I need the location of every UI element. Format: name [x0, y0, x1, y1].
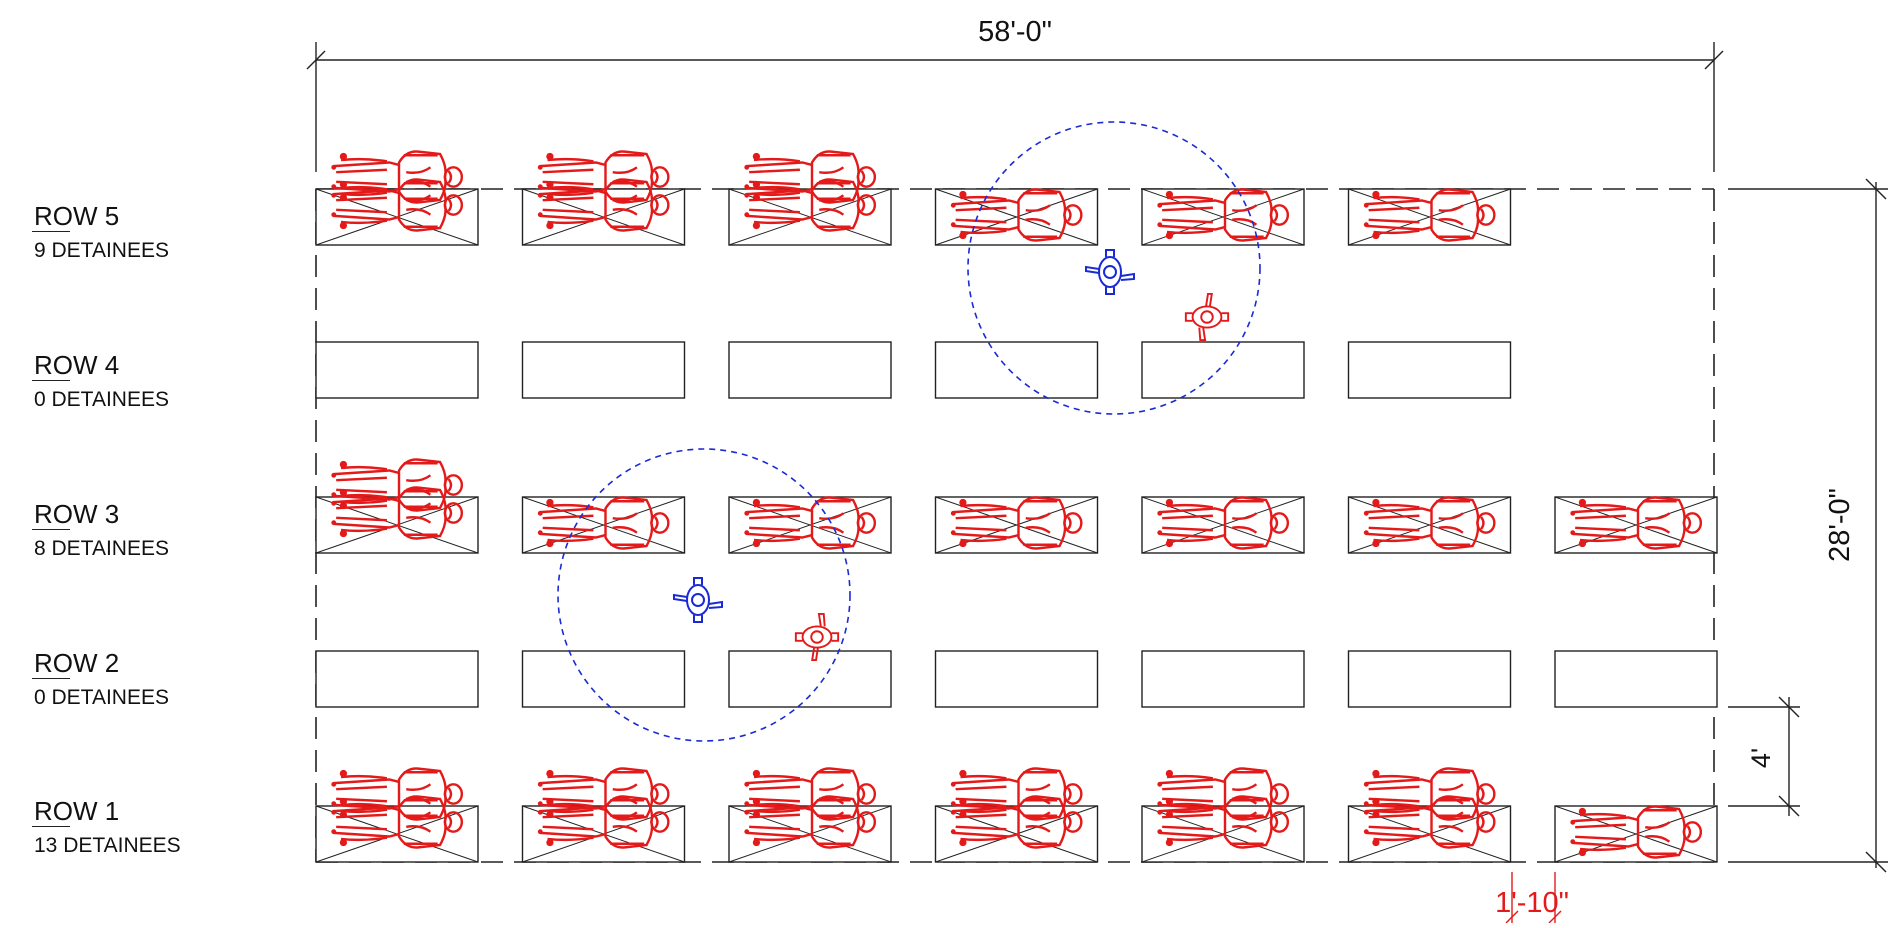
bench [1347, 650, 1512, 708]
bench [1141, 650, 1305, 708]
bench [728, 650, 892, 708]
row-detainee-count: 9 DETAINEES [34, 239, 169, 262]
patrol-radius-circle [557, 448, 851, 742]
overall-depth-dimension [1728, 178, 1888, 873]
bench [1554, 650, 1718, 708]
patrol-radius-circle [967, 121, 1261, 415]
bench-layer [315, 188, 1718, 863]
row-title: ROW 4 [34, 350, 120, 380]
guard-figure-icon [673, 577, 723, 623]
bench [521, 341, 686, 399]
overall-width-label: 58'-0" [978, 16, 1052, 48]
overall-depth-label: 28'-0" [1824, 488, 1856, 562]
bench [1141, 341, 1305, 399]
bench [521, 650, 686, 708]
row-title: ROW 2 [34, 648, 120, 678]
bench [315, 650, 479, 708]
bench [1347, 341, 1512, 399]
row-detainee-count: 0 DETAINEES [34, 686, 169, 709]
row-title: ROW 3 [34, 499, 120, 529]
row-title-underline [32, 380, 70, 381]
bench [315, 341, 479, 399]
guard-figure-icon [1085, 249, 1135, 295]
row-label-4: ROW 4 0 DETAINEES [32, 350, 169, 412]
bench-gap-label: 1'-10" [1495, 887, 1569, 919]
row-label-3: ROW 3 8 DETAINEES [32, 499, 169, 561]
row-detainee-count: 8 DETAINEES [34, 537, 169, 560]
row-label-1: ROW 1 13 DETAINEES [32, 796, 181, 858]
row-detainee-count: 0 DETAINEES [34, 388, 169, 411]
row-detainee-count: 13 DETAINEES [34, 834, 181, 857]
row-label-2: ROW 2 0 DETAINEES [32, 648, 169, 710]
bench-gap-dimension [1505, 872, 1562, 928]
overall-width-dimension [306, 42, 1724, 172]
bench [934, 341, 1099, 399]
row-label-5: ROW 5 9 DETAINEES [32, 201, 169, 263]
bench [934, 650, 1099, 708]
bench [728, 341, 892, 399]
guard-post-lower [557, 448, 851, 742]
row-title-underline [32, 678, 70, 679]
row-title-underline [32, 826, 70, 827]
guard-figure-icon [1184, 292, 1230, 342]
row-title: ROW 5 [34, 201, 120, 231]
bench-spacing-label: 4' [1746, 748, 1776, 768]
row-title-underline [32, 231, 70, 232]
row-title: ROW 1 [34, 796, 120, 826]
bench-spacing-dimension [1728, 696, 1800, 817]
row-title-underline [32, 529, 70, 530]
guard-post-upper [967, 121, 1261, 415]
